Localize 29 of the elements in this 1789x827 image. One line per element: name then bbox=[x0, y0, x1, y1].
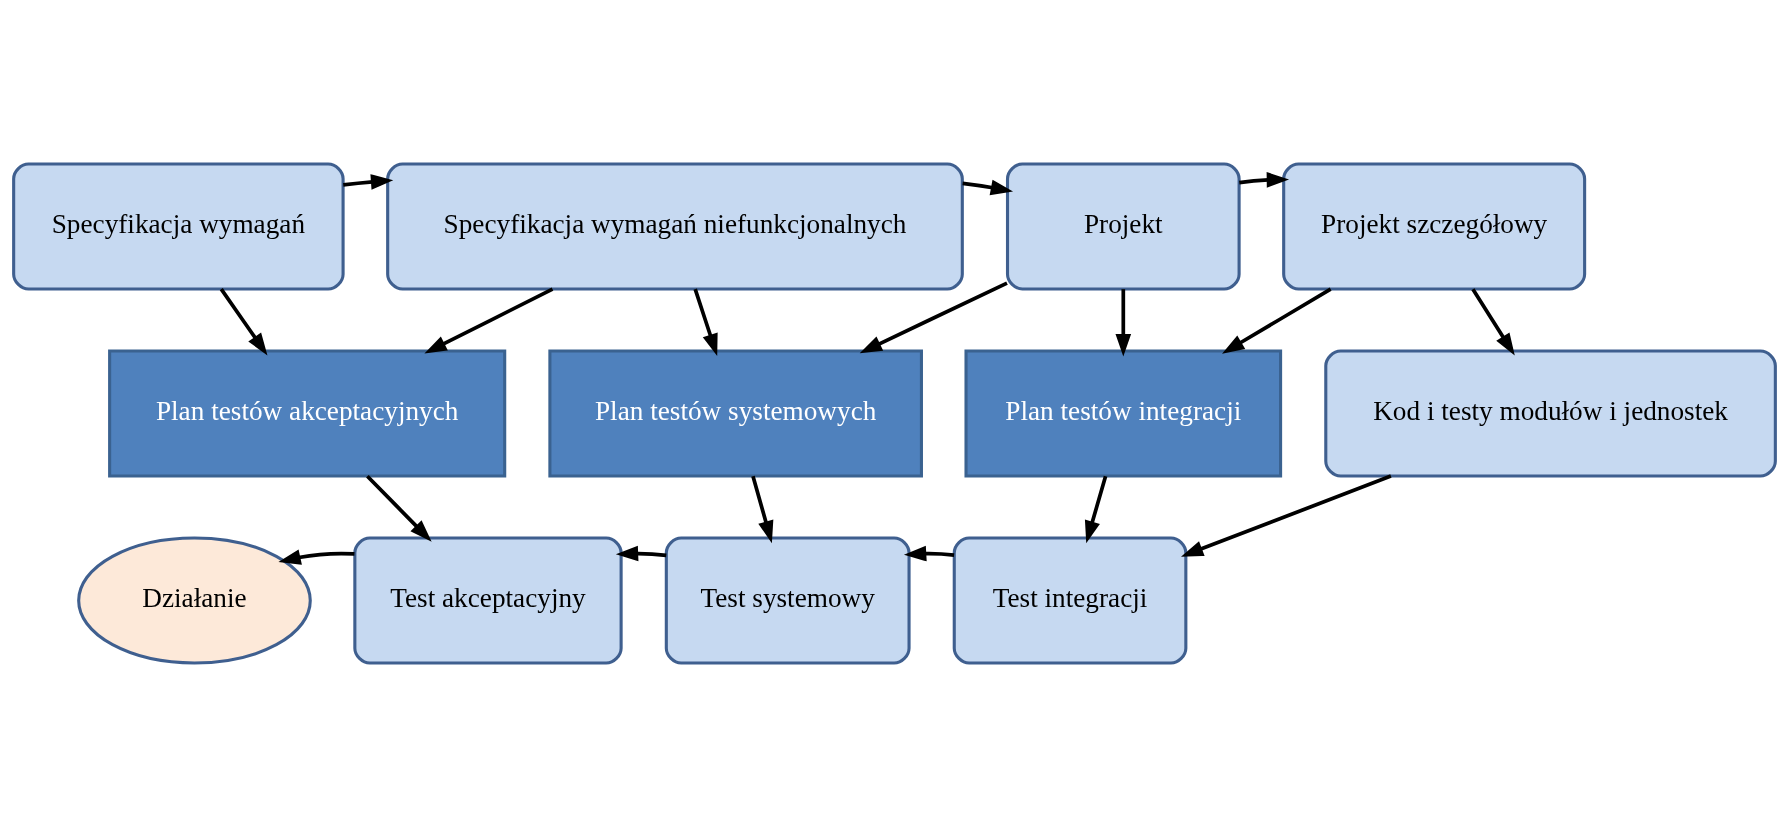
arrow bbox=[1180, 474, 1392, 557]
arrow bbox=[1471, 288, 1515, 356]
arrow bbox=[859, 281, 1008, 354]
arrow bbox=[1239, 172, 1290, 188]
node-box: Test integracji bbox=[952, 536, 1188, 665]
arrow bbox=[615, 545, 667, 562]
arrow bbox=[424, 287, 554, 354]
arrow bbox=[278, 549, 355, 565]
node-box: Specyfikacja wymagań bbox=[12, 162, 345, 291]
arrow bbox=[751, 475, 774, 544]
node-box: Test akceptacyjny bbox=[353, 536, 623, 665]
arrow bbox=[693, 288, 718, 357]
arrow bbox=[1115, 289, 1132, 357]
arrow bbox=[343, 174, 394, 190]
arrow bbox=[1084, 475, 1108, 544]
node-box: Projekt szczegółowy bbox=[1282, 162, 1587, 291]
node-box: Projekt bbox=[1005, 162, 1241, 291]
node-ellipse: Działanie bbox=[77, 536, 312, 665]
arrow bbox=[219, 288, 268, 356]
arrow bbox=[1222, 287, 1332, 354]
arrow bbox=[903, 545, 955, 562]
node-box: Specyfikacja wymagań niefunkcjonalnych bbox=[386, 162, 964, 291]
node-box: Plan testów akceptacyjnych bbox=[108, 349, 507, 478]
node-box: Kod i testy modułów i jednostek bbox=[1324, 349, 1777, 478]
node-box: Plan testów systemowych bbox=[548, 349, 923, 478]
node-box: Plan testów integracji bbox=[964, 349, 1283, 478]
arrow bbox=[366, 474, 432, 542]
arrow bbox=[962, 179, 1014, 196]
node-box: Test systemowy bbox=[664, 536, 911, 665]
